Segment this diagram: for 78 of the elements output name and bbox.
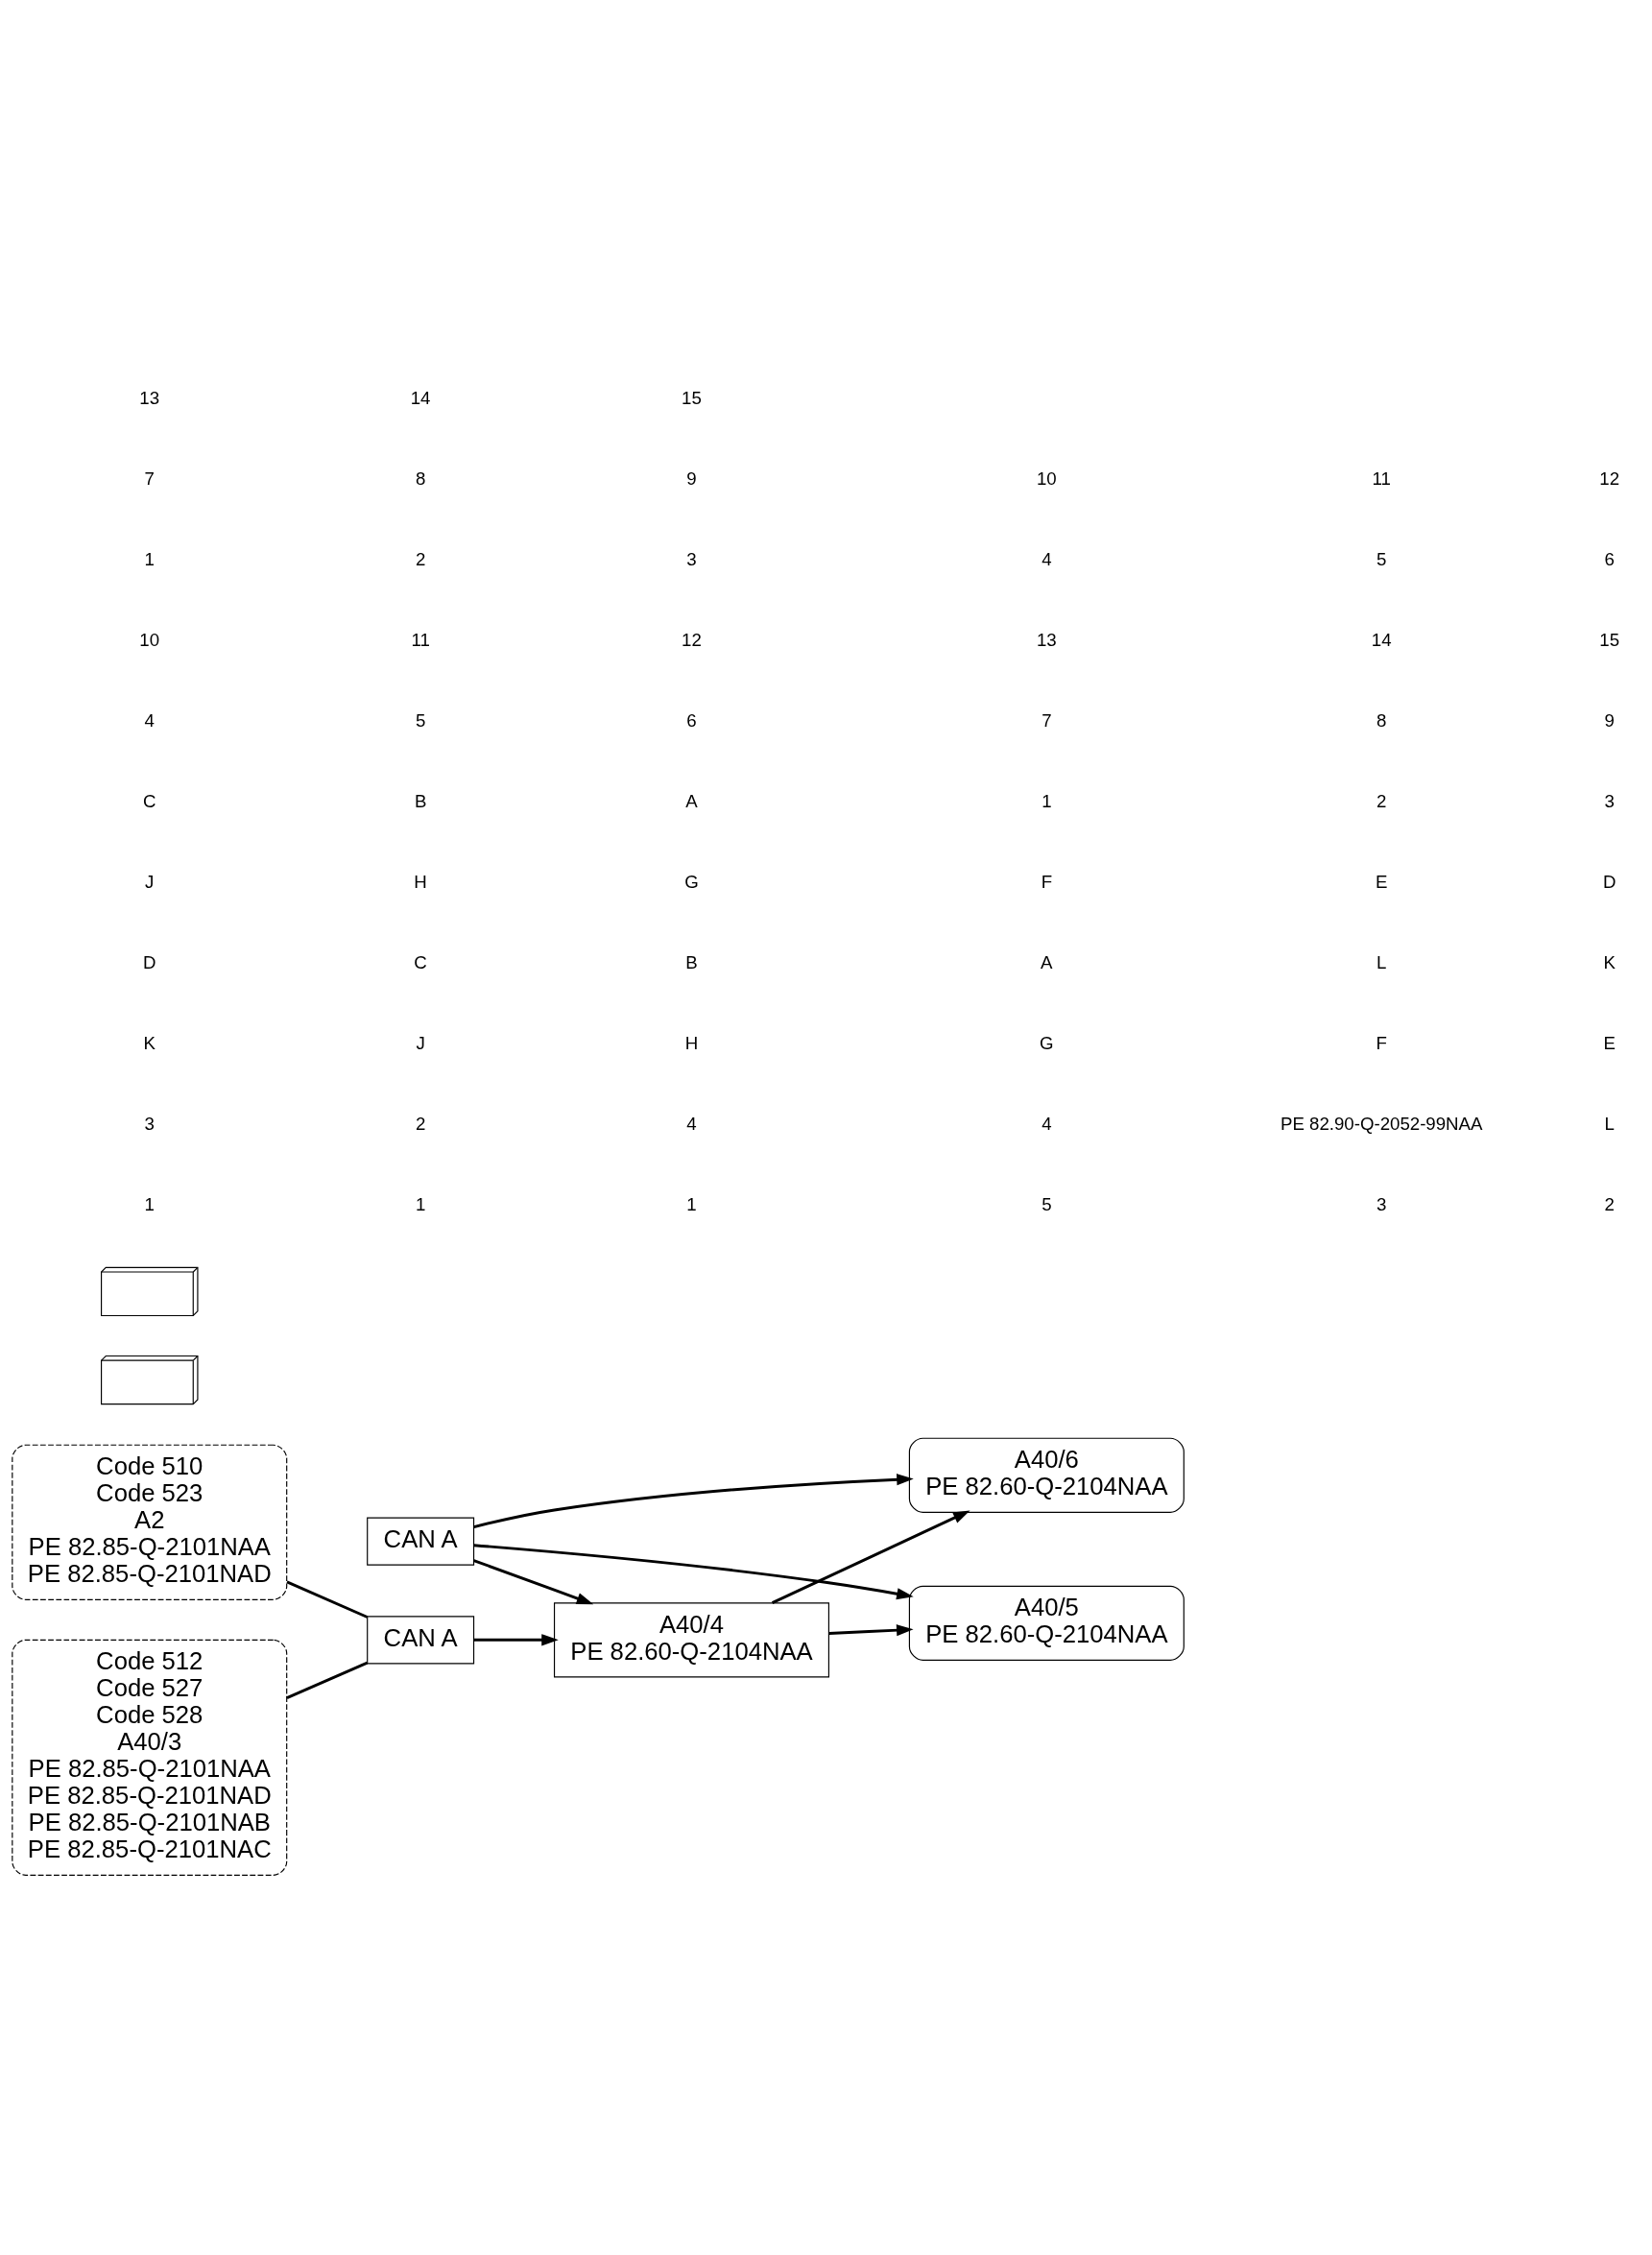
connector [286, 1580, 369, 1619]
node-box: Code 510 Code 523 A2 PE 82.85-Q-2101NAA PE 82.85-Q-2101NAD [12, 1444, 288, 1600]
label: 15 [1599, 630, 1620, 651]
label: 4 [686, 1114, 697, 1135]
label: 4 [144, 710, 155, 732]
label: D [1602, 872, 1616, 893]
label: 1 [1041, 791, 1052, 812]
label: 4 [1041, 549, 1052, 570]
label: 8 [415, 468, 426, 490]
label: J [416, 1033, 425, 1054]
label: 12 [682, 630, 702, 651]
label: F [1376, 1033, 1387, 1054]
label: G [684, 872, 699, 893]
arrow [828, 1624, 914, 1637]
label: 7 [1041, 710, 1052, 732]
label: E [1603, 1033, 1616, 1054]
label: B [685, 952, 698, 973]
label: K [143, 1033, 156, 1054]
node-box: CAN A [367, 1517, 475, 1566]
label: 2 [415, 549, 426, 570]
label: H [684, 1033, 699, 1054]
label: 1 [144, 549, 155, 570]
label: F [1041, 872, 1053, 893]
label: 1 [686, 1194, 697, 1215]
label: 2 [1604, 1194, 1615, 1215]
label: 3 [1377, 1194, 1387, 1215]
label: 5 [1041, 1194, 1052, 1215]
label: 1 [415, 1194, 426, 1215]
label: B [414, 791, 427, 812]
node-box: A40/6 PE 82.60-Q-2104NAA [908, 1437, 1185, 1513]
label: C [414, 952, 427, 973]
label: 8 [1377, 710, 1387, 732]
label: K [1603, 952, 1616, 973]
label: 3 [1604, 791, 1615, 812]
label: D [143, 952, 156, 973]
label: 12 [1599, 468, 1620, 490]
node-box: Code 512 Code 527 Code 528 A40/3 PE 82.85-Q-2101NAA PE 82.85-Q-2101NAD PE 82.85-Q-2101NAB PE 82.85-Q-2101NAC [12, 1639, 288, 1876]
label: H [414, 872, 427, 893]
label: 9 [686, 468, 697, 490]
label: PE 82.90-Q-2052-99NAA [1280, 1114, 1483, 1135]
label: 7 [144, 468, 155, 490]
label: 11 [1372, 468, 1391, 490]
label: 14 [410, 388, 431, 409]
node-box: A40/5 PE 82.60-Q-2104NAA [908, 1585, 1185, 1661]
label: 6 [1604, 549, 1615, 570]
label: L [1377, 952, 1387, 973]
label: 2 [1377, 791, 1387, 812]
label: E [1376, 872, 1388, 893]
node-box: A40/4 PE 82.60-Q-2104NAA [553, 1602, 829, 1678]
node-box: CAN A [367, 1616, 475, 1665]
label: 3 [144, 1114, 155, 1135]
label: 14 [1371, 630, 1392, 651]
label: G [1040, 1033, 1054, 1054]
label: 3 [686, 549, 697, 570]
label: 1 [144, 1194, 155, 1215]
label: L [1604, 1114, 1615, 1135]
label: 5 [415, 710, 426, 732]
label: 2 [415, 1114, 426, 1135]
label: 6 [686, 710, 697, 732]
arrow [473, 1544, 914, 1600]
arrow [473, 1634, 559, 1646]
label: 11 [411, 630, 430, 651]
label: 9 [1604, 710, 1615, 732]
label: A [1041, 952, 1053, 973]
label: 10 [139, 630, 160, 651]
arrow [473, 1559, 594, 1605]
arrow [473, 1474, 914, 1529]
label: 15 [682, 388, 702, 409]
label: 10 [1036, 468, 1057, 490]
arrow [771, 1510, 970, 1604]
label: 5 [1377, 549, 1387, 570]
label: 13 [1036, 630, 1057, 651]
label: 4 [1041, 1114, 1052, 1135]
label: J [145, 872, 155, 893]
label: A [685, 791, 698, 812]
label: C [143, 791, 156, 812]
connector [286, 1661, 369, 1699]
label: 13 [139, 388, 160, 409]
